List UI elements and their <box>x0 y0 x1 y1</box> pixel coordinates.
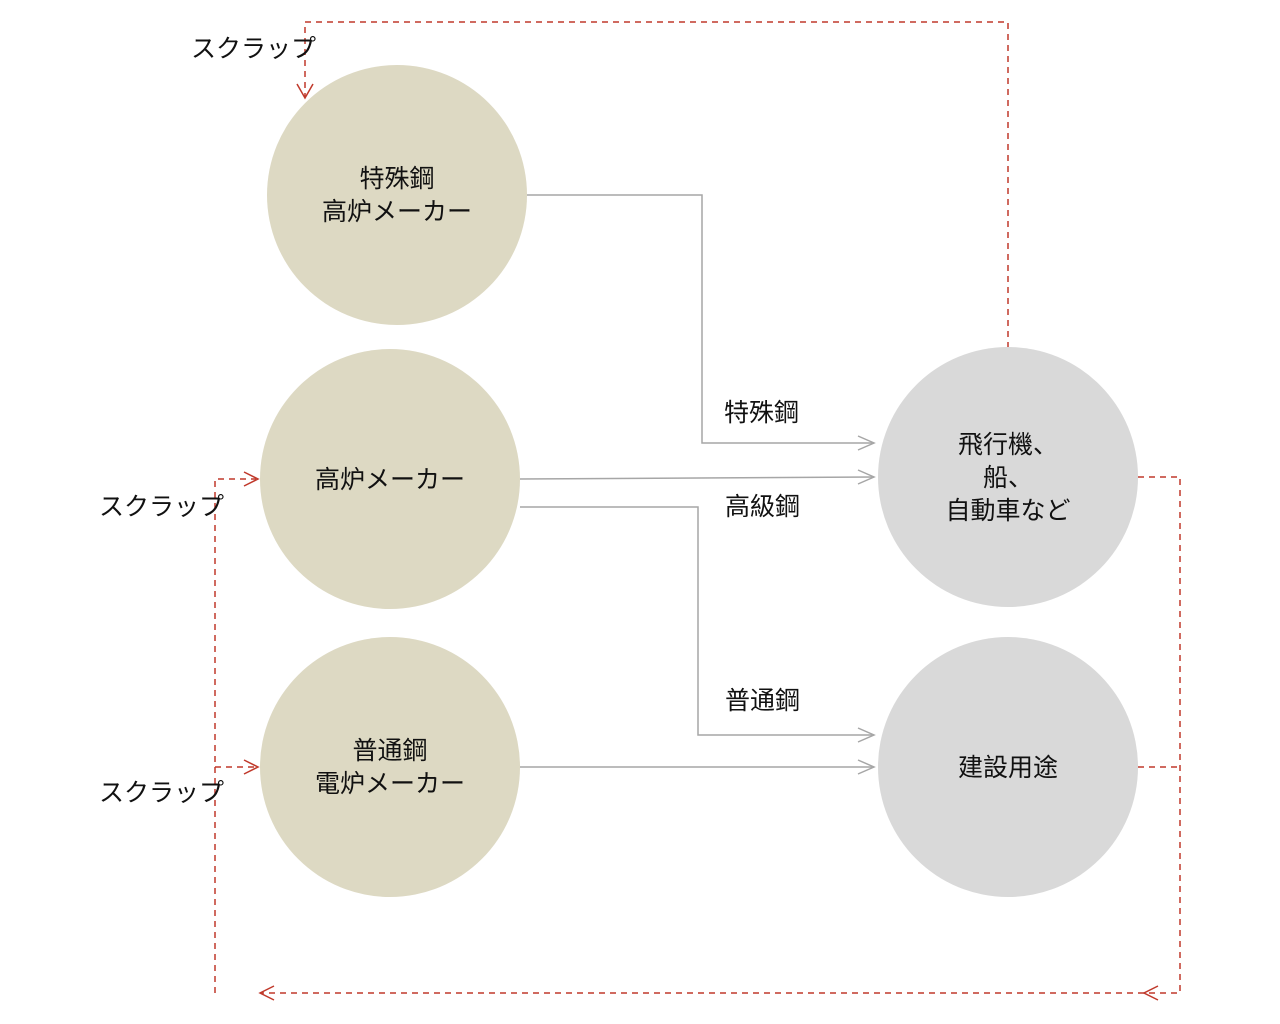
node-aircraft-ships-cars: 飛行機、 船、 自動車など <box>878 347 1138 607</box>
scrap-left-riser-line <box>214 478 256 993</box>
flow-label-special-steel: 特殊鋼 <box>724 398 800 427</box>
node-label: 建設用途 <box>957 752 1058 782</box>
node-label: 高炉メーカー <box>314 464 465 494</box>
scrap-top-arrowhead <box>296 83 314 100</box>
scrap-right-return-line <box>260 476 1181 994</box>
scrap-ef-arrowhead <box>243 759 260 775</box>
node-ordinary-steel-electric-furnace: 普通鋼 電炉メーカー <box>260 637 520 897</box>
node-special-steel-blast-furnace: 特殊鋼 高炉メーカー <box>267 65 527 325</box>
node-label: 飛行機、 <box>957 429 1058 459</box>
scrap-bottom-right-arrowhead <box>1142 985 1159 1001</box>
flow-special-steel-line <box>527 194 874 444</box>
flow-ordinary-steel-arrowhead <box>857 727 876 743</box>
scrap-bf-arrowhead <box>243 471 260 487</box>
flow-special-steel-arrowhead <box>857 435 876 451</box>
flow-high-grade-steel-line <box>519 476 875 480</box>
node-label: 普通鋼 <box>352 736 428 765</box>
scrap-bottom-left-arrowhead <box>258 985 275 1001</box>
flow-ef-construction-arrowhead <box>857 759 876 775</box>
scrap-label-bottom: スクラップ <box>99 778 225 807</box>
node-label: 特殊鋼 <box>359 164 435 193</box>
node-label: 電炉メーカー <box>314 769 465 798</box>
node-construction: 建設用途 <box>878 637 1138 897</box>
node-label: 自動車など <box>945 495 1071 525</box>
flow-label-ordinary-steel: 普通鋼 <box>725 686 801 715</box>
scrap-label-middle: スクラップ <box>99 492 225 521</box>
flow-ordinary-steel-line <box>520 506 874 736</box>
node-label: 高炉メーカー <box>321 197 472 226</box>
flow-high-grade-steel-arrowhead <box>857 469 876 485</box>
flow-label-high-grade-steel: 高級鋼 <box>725 492 801 521</box>
node-label: 船、 <box>982 462 1033 492</box>
scrap-label-top: スクラップ <box>191 34 317 63</box>
node-blast-furnace: 高炉メーカー <box>260 349 520 609</box>
